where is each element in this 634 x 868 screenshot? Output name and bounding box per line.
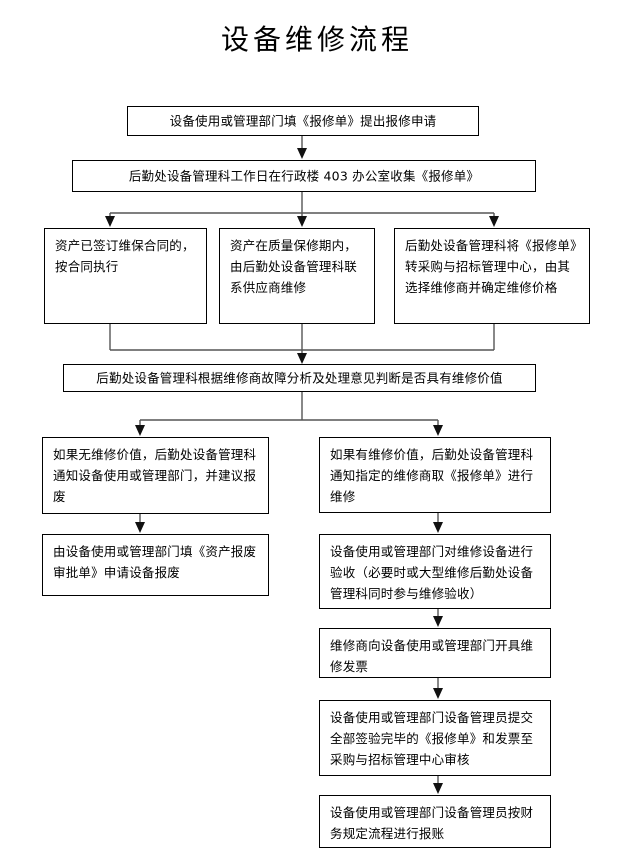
arrowhead-n6r	[433, 522, 443, 533]
node-no-repair-value[interactable]: 如果无维修价值，后勤处设备管理科通知设备使用或管理部门，并建议报废	[42, 437, 269, 514]
node-text: 后勤处设备管理科将《报修单》转采购与招标管理中心，由其选择维修商并确定维修价格	[405, 238, 577, 295]
arrowhead-n9r	[433, 783, 443, 794]
arrowhead-n6l	[135, 522, 145, 533]
node-acceptance-check[interactable]: 设备使用或管理部门对维修设备进行验收（必要时或大型维修后勤处设备管理科同时参与维…	[319, 534, 551, 609]
node-text: 如果无维修价值，后勤处设备管理科通知设备使用或管理部门，并建议报废	[53, 447, 257, 504]
node-judge-repair-value[interactable]: 后勤处设备管理科根据维修商故障分析及处理意见判断是否具有维修价值	[63, 364, 536, 392]
node-text: 设备使用或管理部门设备管理员提交全部签验完毕的《报修单》和发票至采购与招标管理中…	[330, 710, 534, 767]
node-collect-form[interactable]: 后勤处设备管理科工作日在行政楼 403 办公室收集《报修单》	[72, 160, 536, 192]
node-issue-invoice[interactable]: 维修商向设备使用或管理部门开具维修发票	[319, 628, 551, 678]
node-text: 如果有维修价值，后勤处设备管理科通知指定的维修商取《报修单》进行维修	[330, 447, 534, 504]
node-text: 后勤处设备管理科根据维修商故障分析及处理意见判断是否具有维修价值	[96, 370, 503, 386]
node-submit-audit[interactable]: 设备使用或管理部门设备管理员提交全部签验完毕的《报修单》和发票至采购与招标管理中…	[319, 700, 551, 776]
node-text: 设备使用或管理部门填《报修单》提出报修申请	[169, 113, 437, 129]
arrowhead-n3b	[297, 216, 307, 227]
node-has-repair-value[interactable]: 如果有维修价值，后勤处设备管理科通知指定的维修商取《报修单》进行维修	[319, 437, 551, 513]
node-text: 资产已签订维保合同的，按合同执行	[55, 238, 195, 274]
arrowhead-n7r	[433, 616, 443, 627]
arrowhead-n3c	[489, 216, 499, 227]
node-scrap-application[interactable]: 由设备使用或管理部门填《资产报废审批单》申请设备报废	[42, 534, 269, 596]
node-report-request[interactable]: 设备使用或管理部门填《报修单》提出报修申请	[127, 106, 479, 136]
node-text: 后勤处设备管理科工作日在行政楼 403 办公室收集《报修单》	[128, 168, 480, 184]
arrowhead-n5l	[135, 425, 145, 436]
node-text: 设备使用或管理部门设备管理员按财务规定流程进行报账	[330, 805, 534, 841]
arrowhead-n4	[297, 353, 307, 364]
node-text: 设备使用或管理部门对维修设备进行验收（必要时或大型维修后勤处设备管理科同时参与维…	[330, 544, 534, 601]
arrowhead-n3a	[105, 216, 115, 227]
arrowhead-n1-n2	[297, 148, 307, 159]
node-text: 维修商向设备使用或管理部门开具维修发票	[330, 638, 534, 674]
node-transfer-procurement[interactable]: 后勤处设备管理科将《报修单》转采购与招标管理中心，由其选择维修商并确定维修价格	[394, 228, 590, 324]
node-maintenance-contract[interactable]: 资产已签订维保合同的，按合同执行	[44, 228, 207, 324]
node-text: 由设备使用或管理部门填《资产报废审批单》申请设备报废	[53, 544, 257, 580]
node-warranty-period[interactable]: 资产在质量保修期内，由后勤处设备管理科联系供应商维修	[219, 228, 375, 324]
page-title: 设备维修流程	[220, 23, 413, 56]
arrowhead-n8r	[433, 688, 443, 699]
node-reimbursement[interactable]: 设备使用或管理部门设备管理员按财务规定流程进行报账	[319, 795, 551, 848]
arrowhead-n5r	[433, 425, 443, 436]
node-text: 资产在质量保修期内，由后勤处设备管理科联系供应商维修	[230, 238, 358, 295]
